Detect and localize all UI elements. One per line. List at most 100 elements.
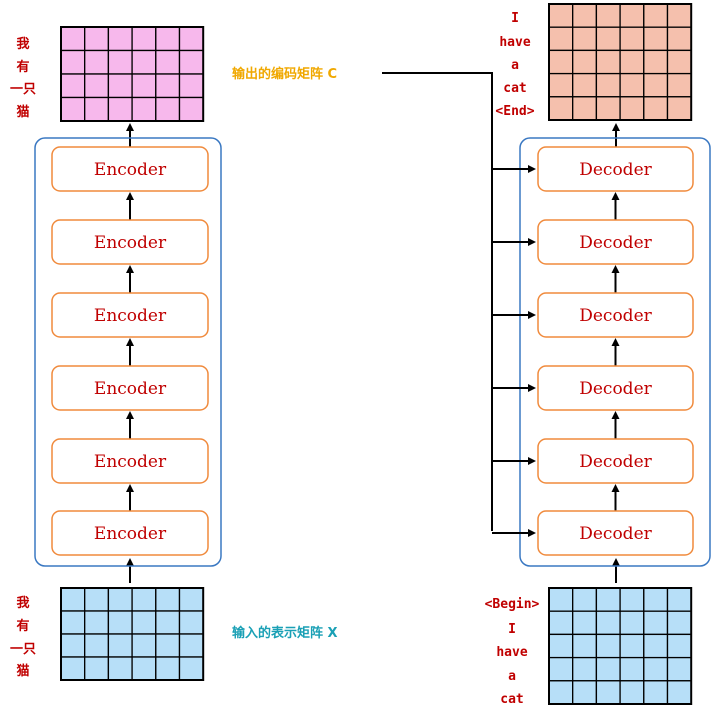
decoder-output-token: cat xyxy=(503,81,526,96)
matrix-cell xyxy=(131,96,157,122)
encoder-block: Encoder xyxy=(51,146,209,192)
matrix-cell xyxy=(131,610,157,635)
decoder-input-token: I xyxy=(508,622,516,637)
matrix-cell xyxy=(178,587,204,612)
matrix-cell xyxy=(643,96,669,121)
decoder-output-token: have xyxy=(499,35,530,50)
matrix-cell xyxy=(619,680,645,705)
matrix-cell xyxy=(155,656,181,681)
matrix-cell xyxy=(548,96,574,121)
matrix-cell xyxy=(572,587,598,612)
encoder-block-label: Encoder xyxy=(94,233,167,253)
matrix-cell xyxy=(572,96,598,121)
matrix-cell xyxy=(60,73,86,99)
matrix-cell xyxy=(666,3,692,28)
connectors xyxy=(126,72,620,583)
encoder-block-label: Encoder xyxy=(94,379,167,399)
matrix-cell xyxy=(572,26,598,52)
matrix-cell xyxy=(572,656,598,682)
matrix-cell xyxy=(595,49,621,75)
decoder-block: Decoder xyxy=(537,219,694,265)
decoder-block-label: Decoder xyxy=(579,452,652,472)
matrix-cell xyxy=(548,26,574,52)
matrix-cell xyxy=(643,3,669,28)
encoder-stack-frame xyxy=(34,137,222,567)
encoder-output-token: 我 xyxy=(16,36,29,52)
matrix-cell xyxy=(131,633,157,658)
encoding-matrix-connector xyxy=(382,72,493,531)
matrix-cell xyxy=(178,656,204,681)
encoder-block-label: Encoder xyxy=(94,160,167,180)
decoder-block: Decoder xyxy=(537,510,694,556)
matrix-cell xyxy=(155,73,181,99)
matrix-cell xyxy=(84,49,110,75)
matrix-cell xyxy=(178,96,204,122)
matrix-cell xyxy=(548,633,574,659)
matrix-cell xyxy=(178,633,204,658)
decoder-block: Decoder xyxy=(537,292,694,338)
matrix-cell xyxy=(131,656,157,681)
matrix-cell xyxy=(643,656,669,682)
encoder-block-label: Encoder xyxy=(94,524,167,544)
matrix-cell xyxy=(643,49,669,75)
matrix-cell xyxy=(619,49,645,75)
matrix-cell xyxy=(619,26,645,52)
matrix-cell xyxy=(595,72,621,98)
matrix-cell xyxy=(131,73,157,99)
matrix-cell xyxy=(666,633,692,659)
matrix-cell xyxy=(60,587,86,612)
encoder-output-token: 一只 xyxy=(10,82,36,97)
input-caption: 输入的表示矩阵 X xyxy=(232,625,338,641)
matrix-cell xyxy=(155,49,181,75)
matrix-cell xyxy=(595,587,621,612)
decoder-input-token: cat xyxy=(500,692,523,707)
matrix-cell xyxy=(60,49,86,75)
matrix-cell xyxy=(155,587,181,612)
encoder-output-token: 猫 xyxy=(16,104,29,120)
matrix-cell xyxy=(84,633,110,658)
output-caption: 输出的编码矩阵 C xyxy=(232,66,337,82)
matrix-cell xyxy=(60,26,86,52)
decoder-output-token: <End> xyxy=(495,104,534,119)
matrix-cell xyxy=(84,656,110,681)
matrix-cell xyxy=(548,656,574,682)
encoder-block-label: Encoder xyxy=(94,306,167,326)
matrix-cell xyxy=(107,73,133,99)
matrix-cell xyxy=(155,610,181,635)
matrix-cell xyxy=(60,610,86,635)
decoder-block-label: Decoder xyxy=(579,379,652,399)
matrix-cell xyxy=(619,656,645,682)
matrix-cell xyxy=(643,633,669,659)
matrix-cell xyxy=(131,26,157,52)
matrix-cell xyxy=(666,49,692,75)
encoder-input-token: 猫 xyxy=(16,663,29,679)
matrix-cell xyxy=(619,72,645,98)
matrix-cell xyxy=(548,680,574,705)
matrix-cell xyxy=(666,656,692,682)
matrix-cell xyxy=(548,49,574,75)
encoder-block: Encoder xyxy=(51,365,209,411)
matrix-cell xyxy=(643,680,669,705)
matrix-cell xyxy=(60,656,86,681)
decoder-input-token: <Begin> xyxy=(485,597,540,612)
decoder-input-token: have xyxy=(496,645,527,660)
decoder-block-label: Decoder xyxy=(579,160,652,180)
matrix-cell xyxy=(84,73,110,99)
matrix-cell xyxy=(595,96,621,121)
matrix-cell xyxy=(107,610,133,635)
matrix-cell xyxy=(107,49,133,75)
encoder-block: Encoder xyxy=(51,292,209,338)
matrix-cell xyxy=(107,26,133,52)
matrix-cell xyxy=(131,49,157,75)
matrix-cell xyxy=(572,633,598,659)
matrix-cell xyxy=(572,3,598,28)
encoder-block-label: Encoder xyxy=(94,452,167,472)
matrix-cell xyxy=(60,96,86,122)
matrix-cell xyxy=(595,633,621,659)
matrix-cell xyxy=(84,26,110,52)
matrix-cell xyxy=(572,610,598,636)
matrix-cell xyxy=(84,96,110,122)
encoder-input-token: 我 xyxy=(16,595,29,611)
matrix-cell xyxy=(666,587,692,612)
encoder-output-token: 有 xyxy=(16,59,29,75)
